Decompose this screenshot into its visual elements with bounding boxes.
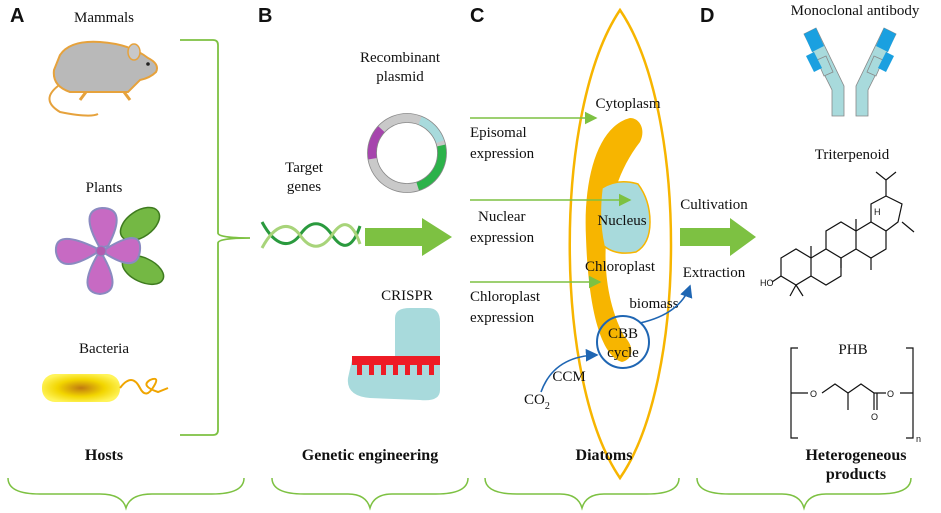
episomal-label-2: expression — [470, 146, 535, 162]
chloroplast-expr-label-2: expression — [470, 310, 535, 326]
bacteria-label: Bacteria — [79, 341, 129, 357]
panel-label-c: C — [470, 5, 484, 27]
target-genes-label-2: genes — [287, 179, 321, 195]
diatoms-footer: Diatoms — [576, 447, 633, 464]
antibody-icon — [803, 27, 897, 117]
ccm-label: CCM — [552, 369, 585, 385]
target-genes-label-1: Target — [285, 160, 324, 176]
cbb-label-1: CBB — [608, 326, 638, 342]
co2-arrow — [540, 348, 599, 393]
plants-label: Plants — [86, 180, 123, 196]
phb-label: PHB — [838, 342, 867, 358]
hosts-brace — [7, 477, 245, 511]
recombinant-label-2: plasmid — [376, 69, 424, 85]
cbb-cycle-circle — [596, 315, 650, 369]
bacterium-icon — [42, 374, 169, 402]
hosts-footer: Hosts — [85, 447, 123, 464]
biomass-label: biomass — [629, 296, 678, 312]
chloroplast-label: Chloroplast — [585, 259, 656, 275]
co2-label: CO2 — [524, 392, 550, 412]
genetic-brace — [271, 477, 469, 511]
mammals-label: Mammals — [74, 10, 134, 26]
hosts-bracket — [180, 39, 251, 436]
biomass-arrow — [639, 284, 693, 324]
phb-oxygen-1: O — [810, 389, 817, 399]
cultivation-arrow — [680, 218, 756, 256]
phb-n-label: n — [916, 434, 921, 444]
chloroplast-expr-label-1: Chloroplast — [470, 289, 541, 305]
mouse-icon — [48, 40, 158, 117]
products-brace — [696, 477, 912, 511]
flower-icon — [54, 206, 165, 296]
recombinant-label-1: Recombinant — [360, 50, 441, 66]
engineering-arrow — [365, 218, 452, 256]
panel-label-a: A — [10, 5, 24, 27]
phb-structure — [790, 347, 914, 439]
cytoplasm-label: Cytoplasm — [595, 96, 660, 112]
genetic-footer: Genetic engineering — [302, 447, 438, 464]
diatom-cell-icon — [568, 7, 673, 481]
products-footer-1: Heterogeneous — [805, 447, 906, 464]
diatoms-brace — [484, 477, 680, 511]
triterpenoid-structure — [771, 171, 915, 297]
ho-label: HO — [760, 278, 774, 288]
episomal-label-1: Episomal — [470, 125, 527, 141]
dna-helix-icon — [260, 221, 362, 249]
h-label: H — [874, 207, 881, 217]
crispr-icon — [347, 308, 440, 401]
panel-label-b: B — [258, 5, 272, 27]
panel-label-d: D — [700, 5, 714, 27]
nuclear-label-2: expression — [470, 230, 535, 246]
nuclear-label-1: Nuclear — [478, 209, 525, 225]
cbb-label-2: cycle — [607, 345, 639, 361]
triterpenoid-label: Triterpenoid — [815, 147, 890, 163]
plasmid-icon — [367, 113, 447, 193]
products-footer-2: products — [826, 466, 886, 483]
crispr-label: CRISPR — [381, 288, 433, 304]
antibody-label: Monoclonal antibody — [791, 3, 920, 19]
phb-oxygen-2: O — [887, 389, 894, 399]
cultivation-label: Cultivation — [680, 197, 748, 213]
phb-oxygen-3: O — [871, 412, 878, 422]
extraction-label: Extraction — [683, 265, 746, 281]
nucleus-label: Nucleus — [597, 213, 646, 229]
